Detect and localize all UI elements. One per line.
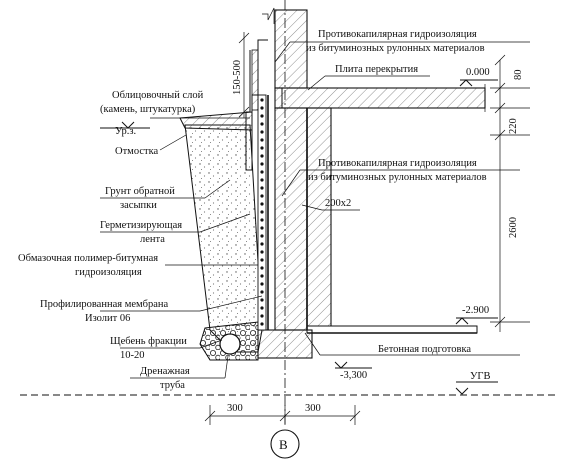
drain-pipe <box>219 333 241 355</box>
upper-wall <box>274 9 308 89</box>
label-membrane-1: Профилированная мембрана <box>40 299 169 310</box>
label-waterproof-mid-2: из битуминозных рулонных материалов <box>308 172 487 183</box>
backfill-soil <box>184 124 263 353</box>
label-drain-2: труба <box>160 380 185 391</box>
label-groundwater: УГВ <box>470 371 491 382</box>
dim-wall-spec: 200х2 <box>325 198 351 209</box>
basement-wall <box>274 107 308 331</box>
plinth-dimension <box>238 32 250 118</box>
right-dimension-chain <box>490 54 530 332</box>
axis-bubble <box>270 429 300 459</box>
dim-level-gap: 220 <box>508 118 519 134</box>
floor-slab <box>274 87 486 109</box>
label-concrete-prep: Бетонная подготовка <box>378 344 471 355</box>
label-waterproof-top-1: Противокапилярная гидроизоляция <box>318 29 477 40</box>
label-cladding-2: (камень, штукатурка) <box>100 104 196 115</box>
label-sealing-tape-1: Герметизирующая <box>100 220 182 231</box>
leader-lines <box>100 41 530 379</box>
label-sealing-tape-2: лента <box>140 234 165 245</box>
level-markers <box>100 79 498 395</box>
basement-floor <box>306 325 478 334</box>
label-backfill-1: Грунт обратной <box>105 186 175 197</box>
label-floor-slab: Плита перекрытия <box>335 64 418 75</box>
label-waterproof-top-2: из битуминозных рулонных материалов <box>306 43 485 54</box>
bottom-dimension-chain <box>204 405 361 425</box>
dim-slab-thickness: 80 <box>513 70 524 81</box>
label-cladding-1: Облицовочный слой <box>112 90 204 101</box>
dim-left-offset: 300 <box>227 403 243 414</box>
level-slab-top: 0.000 <box>466 67 490 78</box>
axis-label: В <box>279 437 288 452</box>
inner-wall-lining <box>306 107 332 331</box>
level-basement-floor: -2.900 <box>462 305 489 316</box>
label-membrane-2: Изолит 06 <box>85 313 130 324</box>
label-coating-2: гидроизоляция <box>75 267 142 278</box>
label-blind-area: Отмостка <box>115 146 159 157</box>
dim-plinth-height: 150-500 <box>232 60 243 95</box>
label-drain-1: Дренажная <box>140 366 190 377</box>
label-waterproof-mid-1: Противокапилярная гидроизоляция <box>318 158 477 169</box>
label-gravel-1: Щебень фракции <box>110 336 187 347</box>
label-coating-1: Обмазочная полимер-битумная <box>18 253 158 264</box>
dim-right-offset: 300 <box>305 403 321 414</box>
label-ground-level: Ур.з. <box>115 126 136 137</box>
label-backfill-2: засыпки <box>120 200 157 211</box>
dim-basement-height: 2600 <box>508 217 519 238</box>
membrane-dots <box>260 98 264 326</box>
label-gravel-2: 10-20 <box>120 350 145 361</box>
level-footing-bottom: -3,300 <box>340 370 367 381</box>
